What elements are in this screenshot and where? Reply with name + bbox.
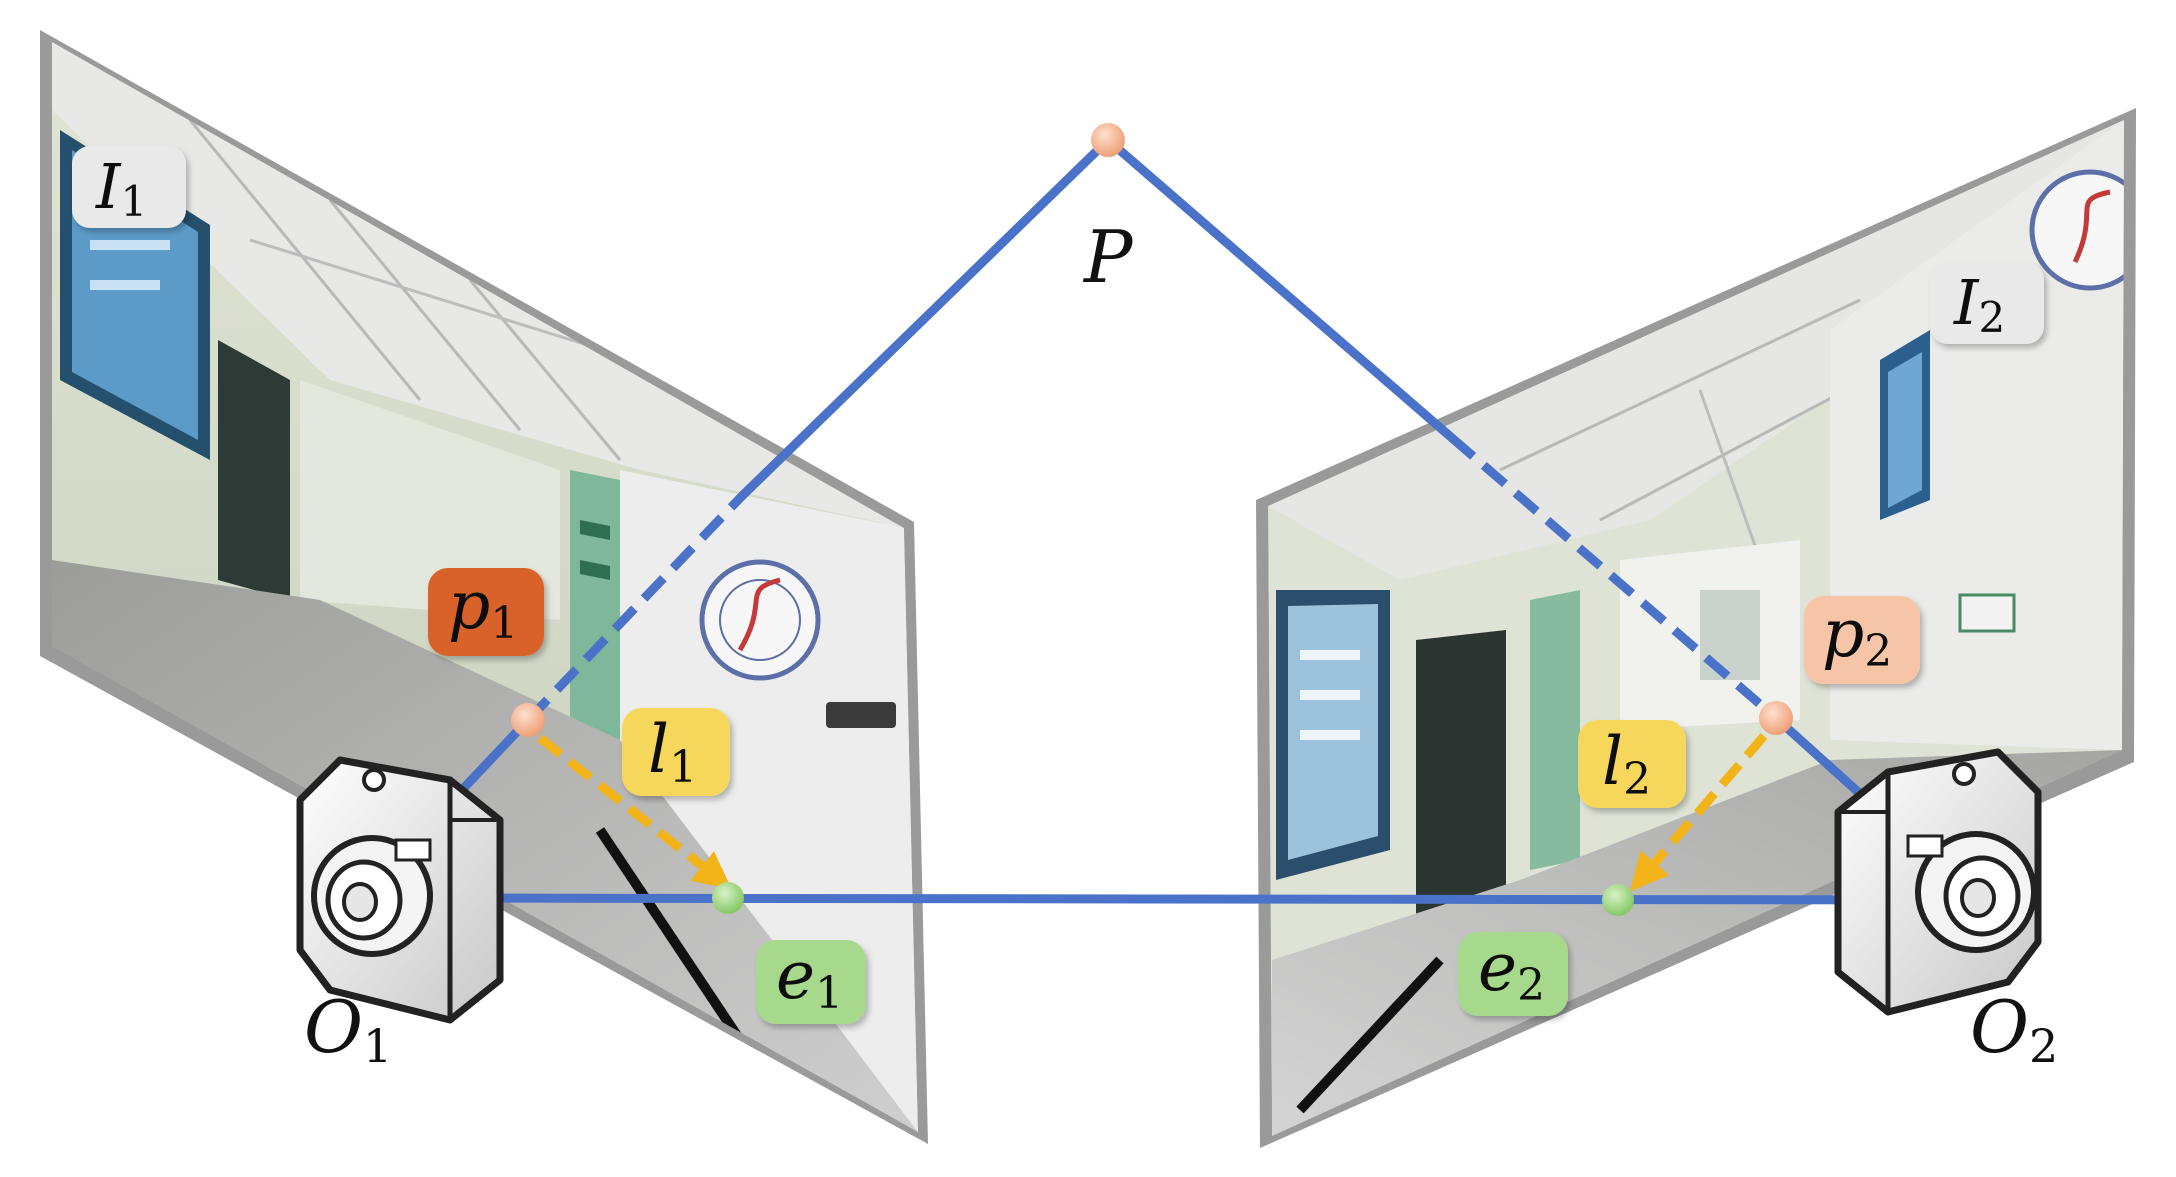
label-O2-base: O (1970, 985, 2029, 1069)
camera-left (296, 756, 504, 1024)
tag-e2: e2 (1458, 929, 1568, 1016)
svg-text:p1: p1 (448, 567, 518, 649)
label-l2-sub: 2 (1623, 754, 1651, 805)
label-p2-base: p (1822, 595, 1864, 672)
tag-image-2: I2 (1930, 262, 2044, 344)
tag-l1: l1 (622, 708, 730, 796)
label-I1-sub: 1 (121, 177, 148, 226)
svg-text:O1: O1 (304, 985, 392, 1073)
svg-text:l1: l1 (648, 711, 697, 793)
ray-P-to-right (1103, 135, 1457, 443)
svg-text:e1: e1 (776, 937, 843, 1019)
label-O2-sub: 2 (2029, 1019, 2058, 1073)
label-O1-sub: 1 (363, 1019, 392, 1073)
tag-p1: p1 (428, 567, 544, 656)
label-I2-base: I (1953, 266, 1980, 339)
point-p2-marker (1759, 701, 1793, 735)
label-p1-sub: 1 (490, 598, 518, 649)
ray-p1-dashed (524, 492, 746, 724)
label-l1-base: l (648, 711, 669, 788)
svg-text:I1: I1 (95, 150, 147, 226)
label-e2-base: e (1478, 929, 1517, 1006)
label-I2-sub: 2 (1979, 293, 2006, 342)
tag-e1: e1 (756, 937, 866, 1024)
epipolar-line-2 (1630, 733, 1768, 892)
point-p1-marker (511, 703, 545, 737)
ray-left-to-P (737, 135, 1113, 501)
label-e1-base: e (776, 937, 815, 1014)
camera-right (1834, 748, 2042, 1016)
svg-text:I2: I2 (1953, 266, 2005, 342)
epipolar-line-1 (537, 734, 732, 890)
label-p1-base: p (448, 567, 490, 644)
svg-text:e2: e2 (1478, 929, 1545, 1011)
svg-text:p2: p2 (1822, 595, 1892, 677)
label-e2-sub: 2 (1517, 960, 1545, 1011)
svg-text:l2: l2 (1602, 723, 1651, 805)
epipole-e2-marker (1602, 884, 1634, 916)
baseline (355, 893, 1983, 905)
geometry-lines (355, 135, 1983, 905)
tag-p2: p2 (1804, 595, 1920, 684)
label-l2-base: l (1602, 723, 1623, 800)
label-I1-base: I (95, 150, 122, 223)
svg-text:O2: O2 (1970, 985, 2058, 1073)
label-P: P (1082, 215, 1134, 299)
epipole-e1-marker (712, 882, 744, 914)
label-e1-sub: 1 (815, 968, 843, 1019)
label-O1-base: O (304, 985, 363, 1069)
ray-p2-dashed (1449, 434, 1779, 722)
point-P-marker (1091, 123, 1125, 157)
tag-l2: l2 (1578, 720, 1686, 808)
tag-image-1: I1 (72, 146, 186, 228)
label-l1-sub: 1 (669, 742, 697, 793)
label-p2-sub: 2 (1864, 626, 1892, 677)
